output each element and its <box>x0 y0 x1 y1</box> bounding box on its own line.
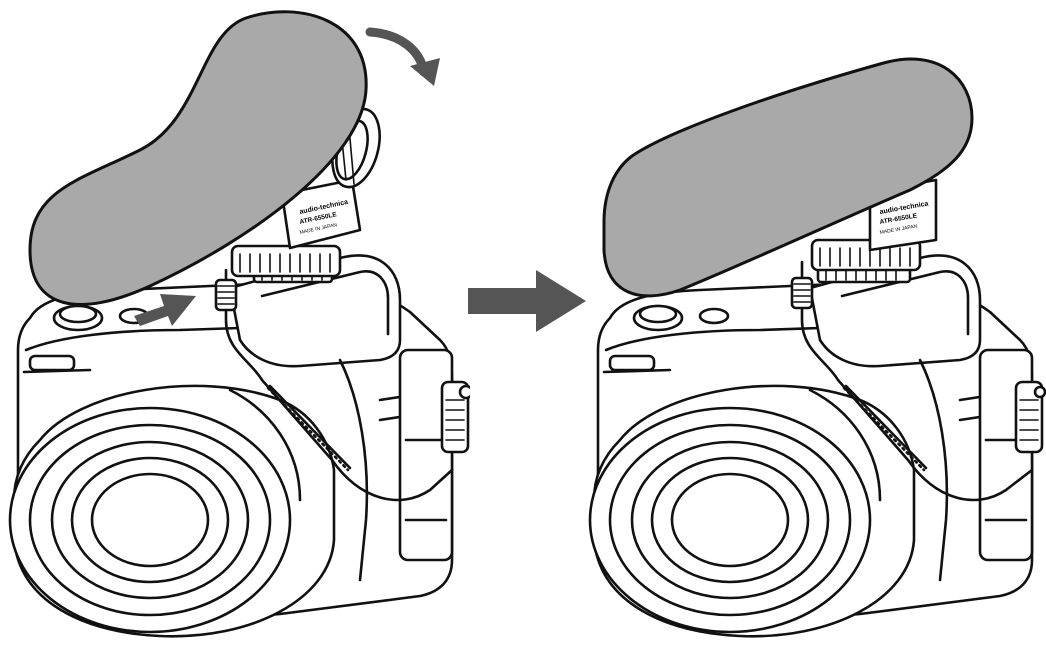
microphone: audio-technica ATR-6550LE MADE IN JAPAN <box>810 178 938 272</box>
mic-cable <box>790 260 1046 502</box>
lens <box>588 384 916 638</box>
camera-with-mic-illustration-before: audio-technica ATR-6550LE MADE IN JAPAN <box>8 10 474 638</box>
microphone: audio-technica ATR-6550LE MADE IN JAPAN <box>230 107 381 278</box>
windscreen-attached <box>602 57 974 298</box>
lens <box>8 384 336 638</box>
windscreen-tilted <box>28 10 368 306</box>
step-2-panel: audio-technica ATR-6550LE MADE IN JAPAN <box>580 0 1046 644</box>
push-arrow-icon <box>134 294 196 326</box>
mic-cable <box>214 268 474 502</box>
step-1-panel: audio-technica ATR-6550LE MADE IN JAPAN <box>0 0 474 644</box>
camera-with-mic-illustration-after: audio-technica ATR-6550LE MADE IN JAPAN <box>588 57 1046 638</box>
right-arrow-icon <box>464 268 590 334</box>
curved-rotate-arrow-icon <box>365 27 440 86</box>
